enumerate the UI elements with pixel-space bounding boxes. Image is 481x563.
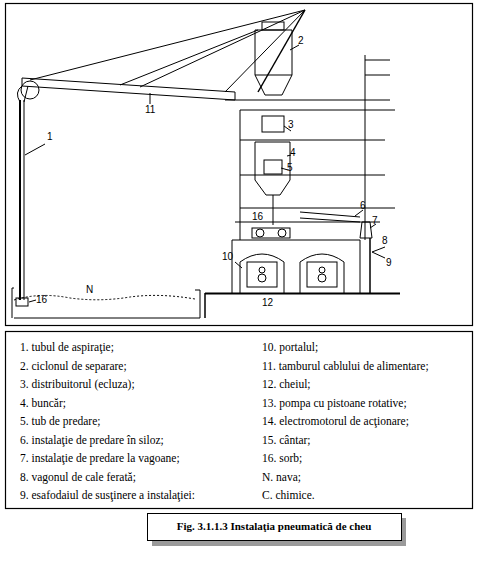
legend-entry: 4. buncăr; bbox=[20, 398, 66, 410]
callout-number: 16 bbox=[252, 212, 263, 222]
callout-number: 11 bbox=[145, 105, 155, 115]
legend-entry: 5. tub de predare; bbox=[20, 416, 100, 428]
callout-number: 2 bbox=[298, 36, 304, 46]
callout-number: 3 bbox=[288, 120, 294, 130]
legend-entry: 6. instalaţie de predare în siloz; bbox=[20, 435, 164, 447]
legend-entry: 7. instalaţie de predare la vagoane; bbox=[20, 453, 180, 465]
legend-entry: 1. tubul de aspiraţie; bbox=[20, 342, 114, 354]
legend-entry: 3. distribuitorul (ecluza); bbox=[20, 379, 135, 391]
callout-number: 9 bbox=[386, 258, 392, 268]
legend-entry: 10. portalul; bbox=[262, 342, 318, 354]
legend-entry: N. nava; bbox=[262, 472, 301, 484]
legend-entry: 16. sorb; bbox=[262, 453, 302, 465]
callout-number: 16 bbox=[36, 295, 47, 305]
legend-entry: 8. vagonul de cale ferată; bbox=[20, 472, 136, 484]
legend-entry: 12. cheiul; bbox=[262, 379, 311, 391]
callout-number: 4 bbox=[290, 148, 296, 158]
legend-entry: 9. esafodaiul de susţinere a instalaţiei… bbox=[20, 490, 195, 502]
legend-entry: 15. cântar; bbox=[262, 435, 311, 447]
callout-number: 12 bbox=[262, 298, 273, 308]
legend-entry: C. chimice. bbox=[262, 490, 315, 502]
callout-number: 7 bbox=[372, 216, 378, 226]
callout-number: N bbox=[86, 285, 93, 295]
legend-entry: 2. ciclonul de separare; bbox=[20, 361, 127, 373]
callout-number: 5 bbox=[287, 163, 293, 173]
callout-number: 1 bbox=[47, 132, 53, 142]
legend-entry: 11. tamburul cablului de alimentare; bbox=[262, 361, 429, 373]
figure-caption: Fig. 3.1.1.3 Instalaţia pneumatică de ch… bbox=[177, 521, 372, 532]
legend-entry: 13. pompa cu pistoane rotative; bbox=[262, 398, 407, 410]
legend-entry: 14. electromotorul de acţionare; bbox=[262, 416, 409, 428]
callout-number: 10 bbox=[222, 252, 233, 262]
callout-number: 8 bbox=[382, 236, 388, 246]
callout-number: 6 bbox=[360, 201, 366, 211]
